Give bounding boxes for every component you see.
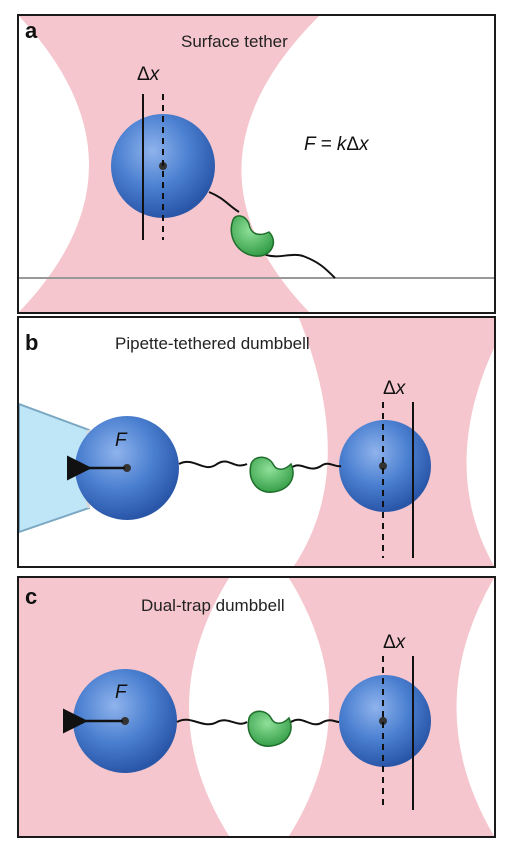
panel-pipette-tethered-dumbbell: b Pipette-tethered dumbbell F Δx: [17, 316, 496, 568]
equation-k: = k: [315, 134, 347, 155]
delta-x-label: Δx: [137, 64, 159, 86]
force-label: F: [115, 682, 127, 703]
x-variable: x: [395, 378, 406, 399]
force-label: F: [115, 430, 127, 451]
panel-letter: a: [25, 18, 38, 43]
surface-tether-diagram: [19, 16, 494, 312]
right-bead-center-dot: [379, 717, 387, 725]
left-bead-center-dot: [121, 717, 129, 725]
pipette-dumbbell-diagram: [19, 318, 494, 566]
equation-delta: Δ: [346, 134, 360, 155]
x-variable: x: [149, 64, 160, 85]
dual-trap-diagram: [19, 578, 494, 836]
equation-force: F: [304, 134, 316, 155]
force-equation: F = kΔx: [304, 134, 369, 156]
equation-x: x: [359, 134, 369, 155]
panel-title: Surface tether: [181, 32, 288, 51]
delta-symbol: Δ: [383, 632, 396, 653]
protein: [247, 710, 292, 747]
delta-symbol: Δ: [137, 64, 150, 85]
x-variable: x: [395, 632, 406, 653]
tether-dna: [208, 191, 336, 279]
tether-dna: [176, 718, 340, 726]
panel-title: Dual-trap dumbbell: [141, 596, 285, 615]
panel-dual-trap-dumbbell: c Dual-trap dumbbell F Δx: [17, 576, 496, 838]
pipette-bead-center-dot: [123, 464, 131, 472]
protein: [249, 456, 294, 493]
trapped-bead-center-dot: [379, 462, 387, 470]
delta-symbol: Δ: [383, 378, 396, 399]
panel-title: Pipette-tethered dumbbell: [115, 334, 310, 353]
delta-x-label: Δx: [383, 378, 405, 400]
delta-x-label: Δx: [383, 632, 405, 654]
panel-letter: b: [25, 330, 39, 355]
tether-dna: [178, 460, 342, 470]
panel-letter: c: [25, 584, 38, 609]
protein: [230, 215, 275, 257]
panel-surface-tether: a Surface tether Δx F = kΔx: [17, 14, 496, 314]
